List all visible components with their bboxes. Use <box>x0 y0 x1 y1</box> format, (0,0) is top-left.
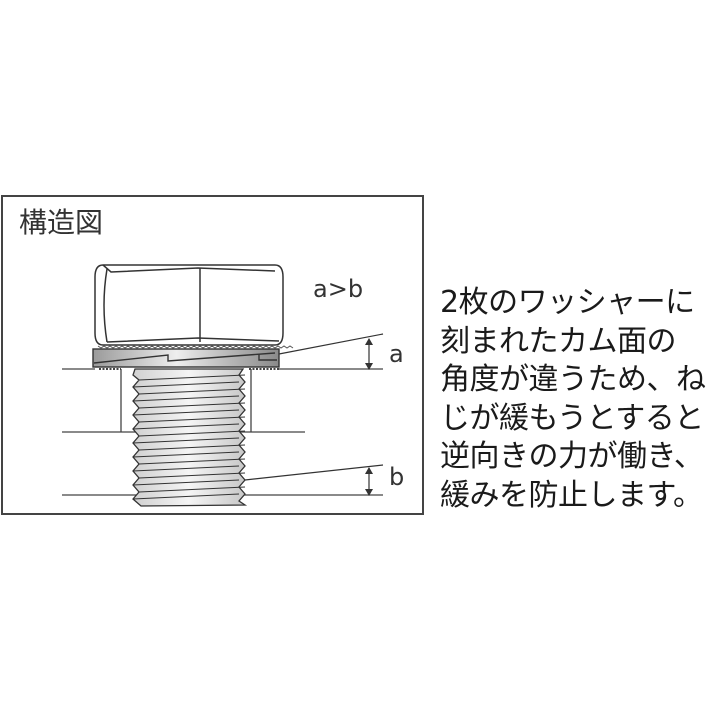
hex-bolt-head <box>94 264 284 346</box>
diagram-title: 構造図 <box>19 206 104 239</box>
dimension-b-label: b <box>389 463 405 491</box>
washer-serration-top <box>97 345 294 349</box>
cam-washer-pair <box>92 348 280 368</box>
description-line: じが緩もうとすると <box>440 400 704 436</box>
dimension-arrow-b <box>365 467 373 496</box>
dimension-arrow-a <box>365 338 373 370</box>
relation-label: a>b <box>313 275 364 303</box>
description-line: 2枚のワッシャーに <box>440 285 695 320</box>
bolt-washer-illustration <box>62 264 384 507</box>
structure-diagram-box: 構造図 <box>1 195 424 515</box>
description-text: 2枚のワッシャーに 刻まれたカム面の 角度が違うため、ね じが緩もうとすると 逆… <box>440 284 713 515</box>
description-line: 逆向きの力が働き、 <box>440 439 704 474</box>
threaded-shaft <box>132 368 248 507</box>
dimension-a-label: a <box>389 340 404 368</box>
description-line: 角度が違うため、ね <box>440 362 706 397</box>
description-line: 刻まれたカム面の <box>440 323 677 359</box>
angle-reference-lines <box>244 333 384 481</box>
description-line: 緩みを防止します。 <box>440 477 703 513</box>
